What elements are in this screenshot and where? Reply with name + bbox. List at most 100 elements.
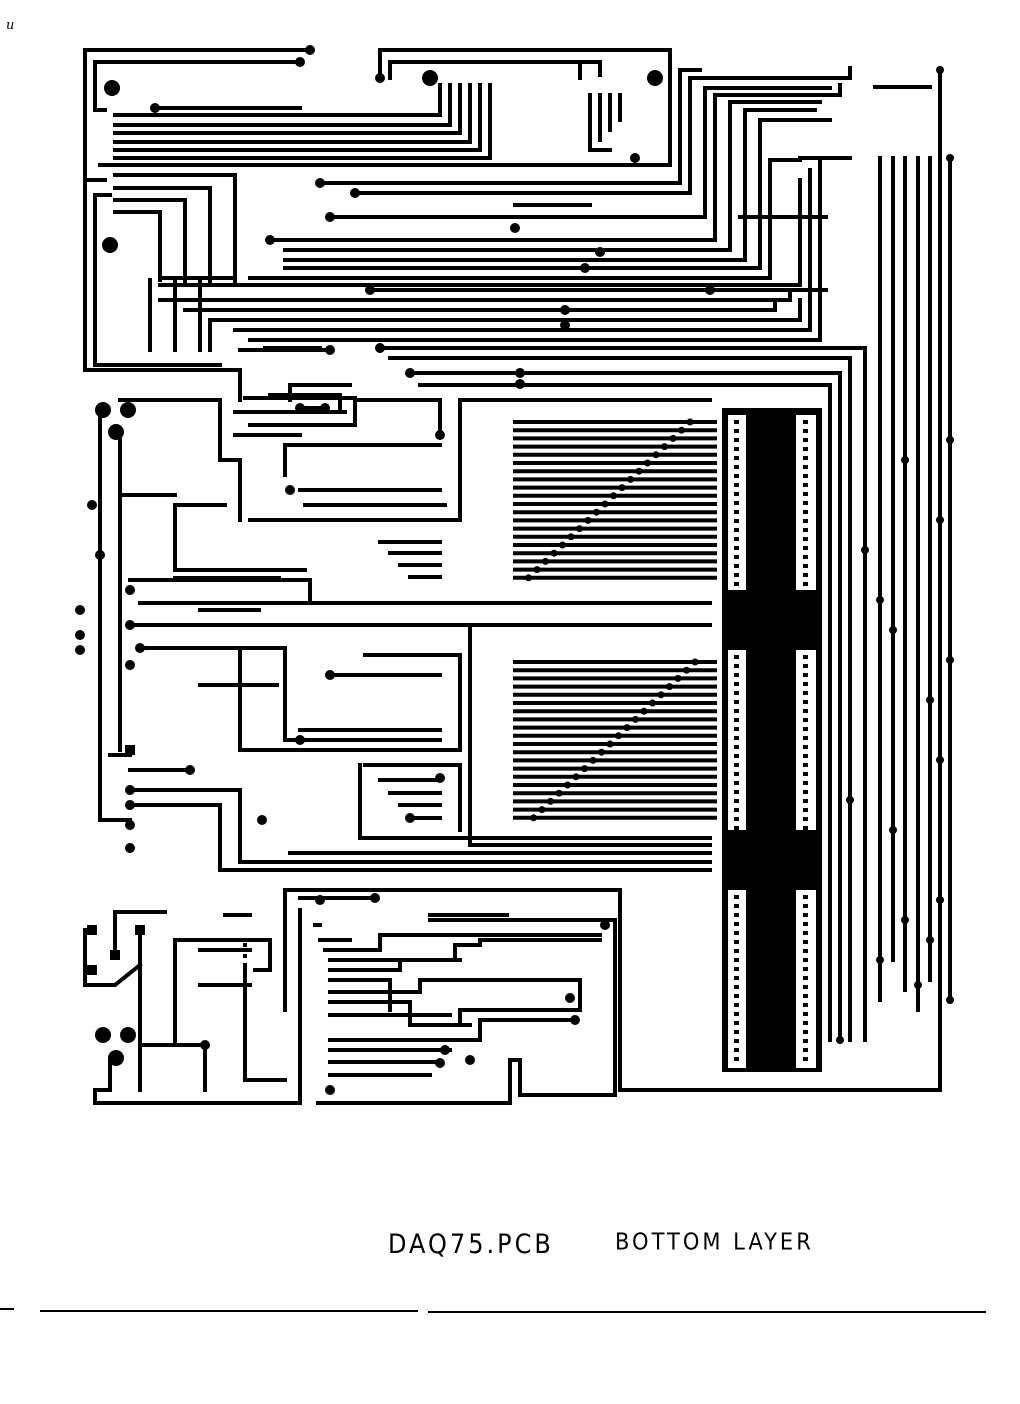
via-pad [375,73,385,83]
via-pad [125,843,135,853]
via-pad [627,475,634,483]
pad [243,1009,247,1013]
connector-pin [734,994,739,998]
connector-pin [803,664,808,668]
via-pad [435,430,445,440]
connector-pin [803,420,808,424]
via-pad [285,485,295,495]
via-pad [836,1036,844,1044]
via-pad [305,45,315,55]
via-pad [946,996,954,1004]
trace [248,398,442,432]
via-pad [125,585,135,595]
trace [353,66,852,195]
trace [113,198,187,287]
via-pad [295,57,305,67]
via-pad [610,492,617,500]
via-pad [75,645,85,655]
via-pad [530,814,537,822]
via-pad [926,696,934,704]
connector-pin [803,976,808,980]
via-pad [635,467,643,475]
via-pad [861,546,869,554]
connector-pin [734,799,739,803]
via-pad [661,443,668,451]
trace [158,288,792,302]
via-pad [901,916,909,924]
trace [113,83,492,160]
trace [243,963,287,1082]
trace [283,118,832,270]
trace [113,210,162,282]
trace [268,393,342,412]
via-pad [640,707,648,715]
via-pad [889,826,897,834]
connector-pin [803,510,808,514]
trace [268,83,842,242]
trace [173,938,272,1047]
via-pad [265,235,275,245]
square-pad [125,745,135,755]
pad [243,1042,247,1046]
via-pad [125,620,135,630]
via-pad [669,434,677,442]
via-pad [564,781,571,789]
divider-line [40,1310,418,1312]
trace [93,60,302,112]
connector-pin [803,673,808,677]
via-pad [581,765,588,773]
via-pad [705,285,715,295]
via-pad [440,1045,450,1055]
via-pad [644,459,651,467]
trace [388,60,602,80]
connector-pin [803,447,808,451]
pad [243,1031,247,1035]
connector-pin [803,546,808,550]
trace [98,48,672,167]
connector-pin [734,700,739,704]
trace [283,100,822,252]
trace [113,83,462,135]
connector-pin [803,1057,808,1061]
connector-pin [803,456,808,460]
connector-pin [803,799,808,803]
via-pad [618,484,626,492]
connector-pin [734,465,739,469]
connector-pin [734,474,739,478]
connector-pin [803,922,808,926]
via-pad [914,981,922,989]
connector-pin [734,745,739,749]
mounting-pad [108,1050,124,1066]
connector-pin [734,420,739,424]
connector-pin [803,985,808,989]
trace [238,648,462,752]
via-pad [946,436,954,444]
via-pad [257,815,267,825]
connector-pin [734,1021,739,1025]
via-pad [632,715,639,723]
via-pad [936,756,944,764]
pad [243,943,247,947]
trace [113,173,237,287]
via-pad [515,368,525,378]
connector-pin [803,736,808,740]
connector-pin [803,1012,808,1016]
connector-pin [734,555,739,559]
via-pad [525,574,532,582]
connector-pin [734,772,739,776]
via-pad [652,451,660,459]
via-pad [125,660,135,670]
connector-pin [803,492,808,496]
connector-pin [734,691,739,695]
trace [113,83,442,117]
connector-pin [734,1030,739,1034]
via-pad [325,670,335,680]
via-pad [889,626,897,634]
connector-pin [803,931,808,935]
trace [328,978,392,1012]
connector-pin [803,967,808,971]
connector-pin [803,691,808,695]
via-pad [565,993,575,1003]
connector-pin [734,904,739,908]
connector-pin [734,664,739,668]
